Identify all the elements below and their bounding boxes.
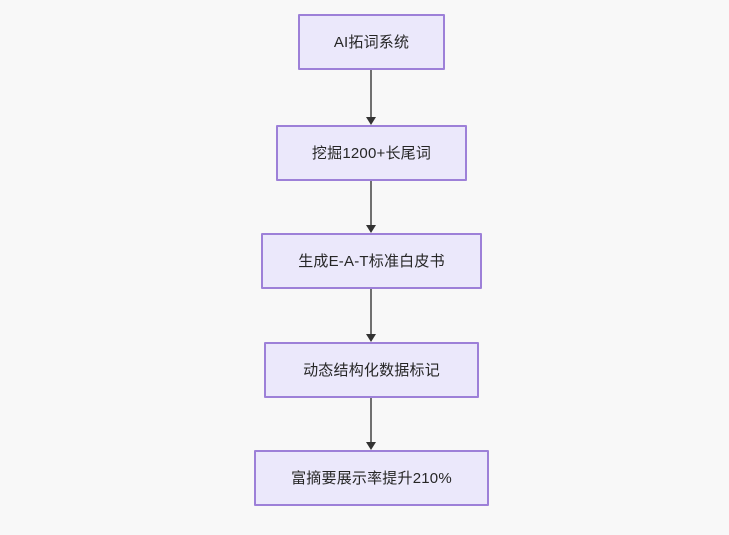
flow-node-3[interactable]: 生成E-A-T标准白皮书 bbox=[261, 233, 482, 289]
flow-node-4[interactable]: 动态结构化数据标记 bbox=[264, 342, 479, 398]
flow-node-2[interactable]: 挖掘1200+长尾词 bbox=[276, 125, 467, 181]
flow-node-1-label: AI拓词系统 bbox=[333, 33, 410, 51]
connector-line-3-4 bbox=[370, 289, 372, 334]
flow-node-5[interactable]: 富摘要展示率提升210% bbox=[254, 450, 489, 506]
connector-arrowhead-2-3 bbox=[366, 225, 376, 233]
flow-node-1[interactable]: AI拓词系统 bbox=[298, 14, 445, 70]
connector-arrowhead-1-2 bbox=[366, 117, 376, 125]
connector-line-1-2 bbox=[370, 70, 372, 117]
flow-node-4-label: 动态结构化数据标记 bbox=[303, 361, 440, 379]
connector-line-2-3 bbox=[370, 181, 372, 225]
flow-node-5-label: 富摘要展示率提升210% bbox=[291, 469, 452, 487]
connector-arrowhead-3-4 bbox=[366, 334, 376, 342]
flow-node-2-label: 挖掘1200+长尾词 bbox=[311, 144, 432, 162]
connector-arrowhead-4-5 bbox=[366, 442, 376, 450]
connector-line-4-5 bbox=[370, 398, 372, 442]
flow-node-3-label: 生成E-A-T标准白皮书 bbox=[298, 252, 445, 270]
